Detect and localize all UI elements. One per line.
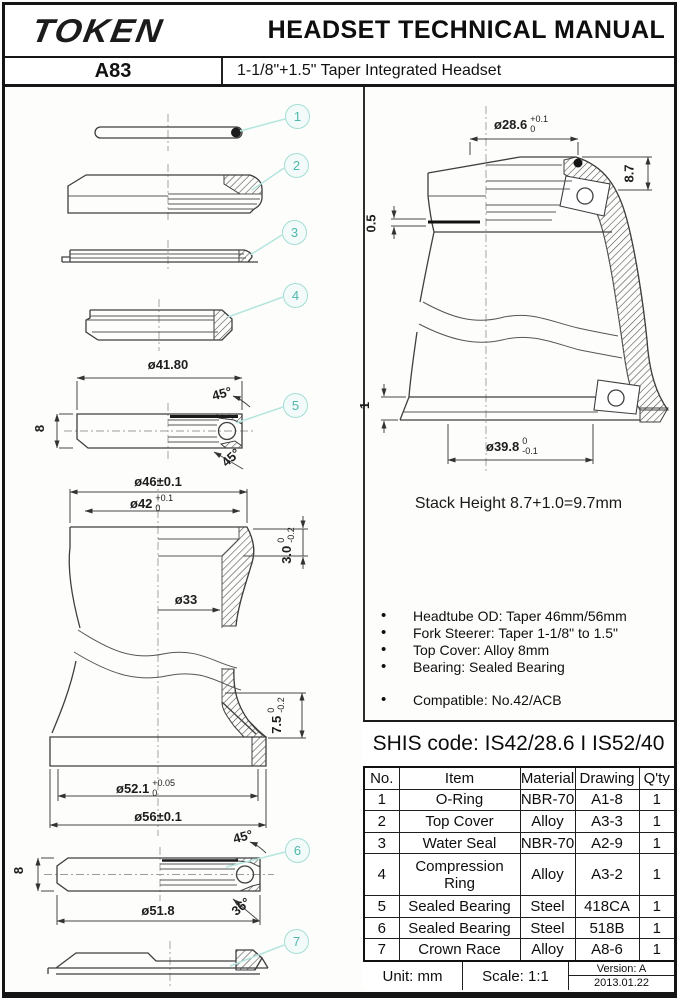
part-crownrace-view	[47, 941, 269, 986]
part-compressionring-view	[85, 299, 233, 351]
dim-seat-depth-bottom-value: 7.5	[268, 715, 284, 734]
spec-item-compatible: • Compatible: No.42/ACB	[366, 691, 668, 708]
column-divider	[363, 87, 365, 990]
col-header-qty: Q'ty	[638, 766, 676, 790]
dim-bearing-bottom-angle-lower: 36°	[228, 894, 254, 919]
dim-seat-depth-bottom: 7.5 0-0.2	[265, 697, 286, 734]
headtube-section-view	[49, 478, 308, 836]
dim-seat-depth-top-tolerance: 0-0.2	[275, 527, 296, 543]
bullet-icon: •	[381, 641, 387, 658]
dim-inner-bore: ø33	[174, 592, 198, 607]
title-block-footer: Unit: mm Scale: 1:1 Version: A 2013.01.2…	[363, 962, 674, 990]
spec-text: Fork Steerer: Taper 1-1/8" to 1.5"	[413, 624, 619, 641]
dim-seat-depth-top: 3.0 0-0.2	[275, 527, 296, 564]
model-number: A83	[5, 58, 223, 84]
col-header-material: Material	[519, 766, 576, 790]
callout-1: 1	[285, 104, 310, 129]
col-header-drawing: Drawing	[574, 766, 640, 790]
model-description: 1-1/8"+1.5" Taper Integrated Headset	[237, 62, 502, 79]
callout-4: 4	[283, 283, 308, 308]
callout-5-number: 5	[291, 398, 300, 413]
callout-2: 2	[284, 153, 309, 178]
dim-crown-dia-tolerance: 0-0.1	[522, 436, 538, 456]
dim-headtube-od-bottom: ø56±0.1	[134, 809, 182, 824]
dim-crown-dia-value: ø39.8	[486, 439, 520, 454]
bullet-icon: •	[381, 624, 387, 641]
bullet-icon: •	[381, 658, 387, 675]
callout-2-number: 2	[292, 158, 301, 173]
dim-bore-bottom-value: ø52.1	[116, 781, 150, 796]
col-header-no: No.	[363, 766, 400, 790]
spec-text: Compatible: No.42/ACB	[413, 691, 562, 708]
stack-height-note: Stack Height 8.7+1.0=9.7mm	[414, 495, 623, 512]
dim-bearing-bottom-angle-upper: 45°	[231, 826, 255, 847]
dim-bearing-bottom-height: 8	[11, 866, 27, 875]
dim-oring-gap: 0.5	[363, 214, 379, 233]
unit-cell: Unit: mm	[363, 962, 463, 990]
spec-text: Bearing: Sealed Bearing	[413, 658, 565, 675]
callout-3: 3	[282, 220, 307, 245]
callout-6: 6	[285, 838, 310, 863]
spec-item: • Headtube OD: Taper 46mm/56mm	[366, 607, 668, 624]
dim-steerer-bore-value: ø28.6	[494, 117, 528, 132]
callout-4-number: 4	[291, 288, 300, 303]
dim-stack-top: 8.7	[621, 164, 637, 183]
part-oring-view	[94, 114, 243, 151]
dim-headtube-od-top: ø46±0.1	[134, 474, 182, 489]
callout-7-number: 7	[292, 934, 301, 949]
part-topcover-view	[67, 164, 263, 222]
assembly-section-view	[381, 106, 669, 472]
table-header-row: No. Item Material Drawing Q'ty	[363, 766, 676, 790]
date-label: 2013.01.22	[593, 977, 650, 989]
dim-seat-depth-top-value: 3.0	[278, 545, 294, 564]
spec-item: • Fork Steerer: Taper 1-1/8" to 1.5"	[366, 624, 668, 641]
dim-seat-depth-bottom-tolerance: 0-0.2	[265, 697, 286, 713]
brand-logo: TOKEN	[29, 11, 167, 49]
shis-code: SHIS code: IS42/28.6 I IS52/40	[363, 720, 674, 766]
callout-5: 5	[283, 393, 308, 418]
dim-bearing-top-angle-lower: 45°	[218, 445, 244, 470]
model-row: A83 1-1/8"+1.5" Taper Integrated Headset	[5, 58, 674, 87]
col-header-item: Item	[398, 766, 521, 790]
version-label: Version: A	[569, 962, 674, 976]
bullet-icon: •	[381, 607, 387, 624]
dim-crown-height: 1	[357, 401, 373, 410]
dim-bearing-top-height: 8	[32, 424, 48, 433]
spec-text: Headtube OD: Taper 46mm/56mm	[413, 607, 627, 624]
dim-crown-dia: ø39.8 0-0.1	[486, 436, 538, 456]
callout-3-number: 3	[290, 225, 299, 240]
callout-6-number: 6	[293, 843, 302, 858]
version-cell: Version: A 2013.01.22	[569, 962, 674, 990]
spec-item: • Bearing: Sealed Bearing	[366, 658, 668, 675]
bullet-icon: •	[381, 691, 387, 708]
scale-cell: Scale: 1:1	[463, 962, 569, 990]
header: TOKEN HEADSET TECHNICAL MANUAL	[5, 5, 674, 58]
spec-item: • Top Cover: Alloy 8mm	[366, 641, 668, 658]
dim-bearing-bottom-od: ø51.8	[141, 903, 175, 918]
dim-bearing-top-angle-upper: 45°	[210, 383, 234, 404]
part-waterseal-view	[61, 240, 258, 272]
callout-7: 7	[284, 929, 309, 954]
spec-list: • Headtube OD: Taper 46mm/56mm • Fork Stee…	[366, 607, 668, 708]
spec-text: Top Cover: Alloy 8mm	[413, 641, 550, 658]
callout-1-number: 1	[293, 109, 302, 124]
dim-bearing-top-od: ø41.80	[147, 357, 189, 372]
page-title: HEADSET TECHNICAL MANUAL	[267, 16, 666, 44]
dim-bore-top-value: ø42	[130, 496, 153, 511]
